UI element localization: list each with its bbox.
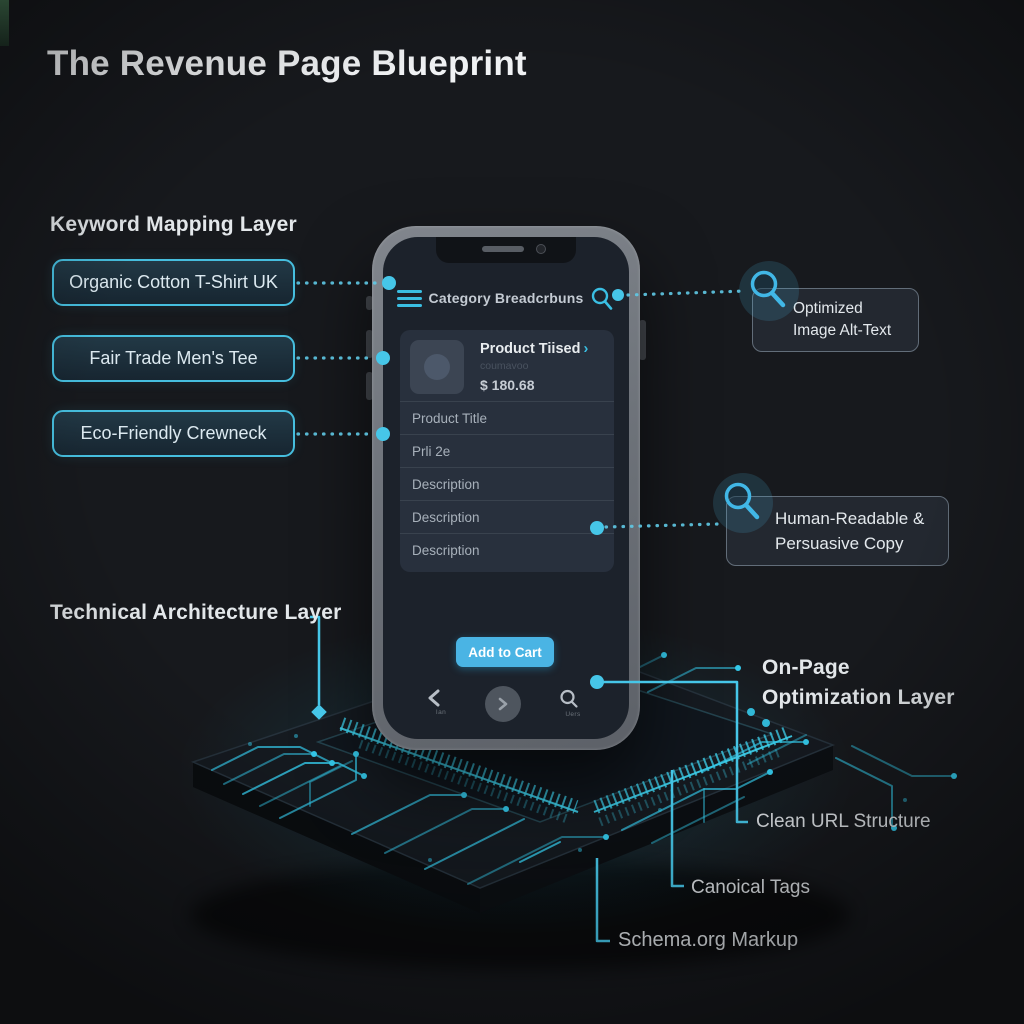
nav-label: Uers (565, 711, 581, 718)
canonical-tags-label: Canoical Tags (691, 877, 811, 898)
power-button (639, 320, 646, 360)
front-camera (536, 244, 546, 254)
onpage-layer-heading: On-Page Optimization Layer (762, 656, 955, 709)
forward-button[interactable] (485, 686, 521, 722)
corner-artifact (0, 0, 9, 46)
human-copy-box: Human-Readable & Persuasive Copy (726, 496, 949, 566)
volume-button (366, 372, 373, 400)
wireframe-row: Description (400, 467, 614, 500)
back-chevron-icon (428, 689, 440, 707)
app-header: Category Breadcrbuns (383, 283, 629, 317)
search-icon (560, 689, 578, 708)
page-title: The Revenue Page Blueprint (47, 44, 527, 83)
wireframe-row: Description (400, 533, 614, 566)
chevron-right-icon: › (583, 341, 589, 357)
wireframe-rows: Product Title Prli 2e Description Descri… (400, 401, 614, 566)
optimized-alt-text-box: Optimized Image Alt-Text (752, 288, 919, 352)
product-subtitle: coumavoo (480, 360, 529, 372)
keyword-chip: Fair Trade Men's Tee (52, 335, 295, 382)
keyword-layer-heading: Keyword Mapping Layer (50, 213, 297, 236)
add-to-cart-button[interactable]: Add to Cart (456, 637, 554, 667)
wireframe-row: Product Title (400, 401, 614, 434)
technical-layer-heading: Technical Architecture Layer (50, 601, 342, 624)
nav-search-button[interactable]: Uers (559, 689, 587, 718)
search-icon[interactable] (591, 287, 613, 311)
circuit-pads (248, 652, 957, 862)
back-button[interactable]: Ian (427, 689, 455, 716)
board-side-left (193, 762, 480, 913)
volume-button (366, 296, 373, 310)
nav-label: Ian (435, 709, 447, 716)
product-info: Product Tiised› coumavoo $ 180.68 (480, 341, 588, 393)
phone-screen: Category Breadcrbuns Product Tiised› cou… (383, 237, 629, 739)
breadcrumb: Category Breadcrbuns (428, 290, 584, 306)
product-card: Product Tiised› coumavoo $ 180.68 Produc… (400, 330, 614, 572)
clean-url-label: Clean URL Structure (756, 811, 931, 832)
annotation-line: Persuasive Copy (775, 534, 904, 553)
product-image-placeholder (410, 340, 464, 394)
volume-button (366, 330, 373, 358)
phone-mockup: Category Breadcrbuns Product Tiised› cou… (372, 226, 640, 750)
schema-markup-label: Schema.org Markup (618, 929, 799, 951)
annotation-line: Optimized (793, 300, 863, 317)
annotation-line: Human-Readable & (775, 509, 925, 528)
forward-chevron-icon (498, 697, 508, 711)
wireframe-row: Description (400, 500, 614, 533)
keyword-chip: Eco-Friendly Crewneck (52, 410, 295, 457)
product-price: $ 180.68 (480, 377, 535, 393)
keyword-chip: Organic Cotton T-Shirt UK (52, 259, 295, 306)
speaker-slot (482, 246, 524, 252)
bottom-nav: Ian Uers (383, 683, 629, 731)
menu-icon[interactable] (397, 290, 422, 311)
phone-notch (436, 237, 576, 263)
annotation-line: Image Alt-Text (793, 322, 892, 339)
product-title: Product Tiised› (480, 341, 589, 357)
wireframe-row: Prli 2e (400, 434, 614, 467)
